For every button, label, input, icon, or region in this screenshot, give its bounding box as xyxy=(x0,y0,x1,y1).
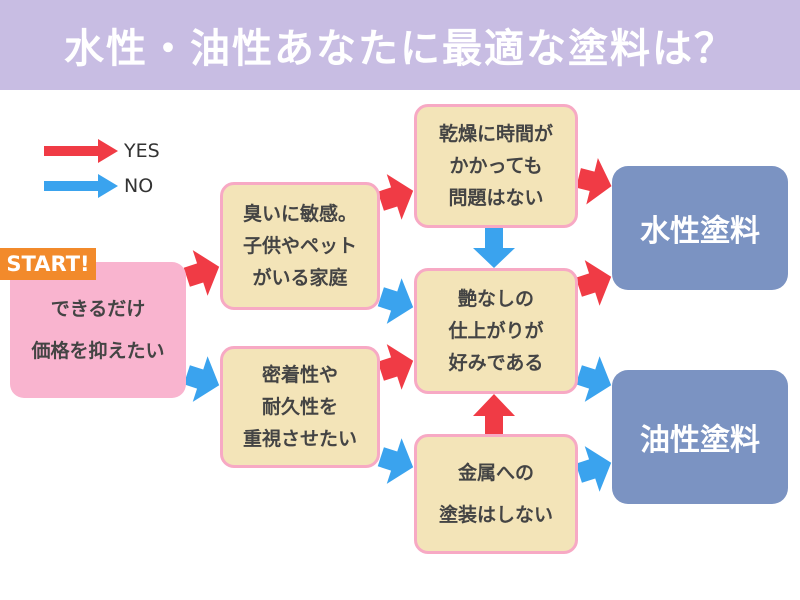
metal-line-2: 塗装はしない xyxy=(438,504,553,526)
arrow-drying-to-water-yes xyxy=(576,157,612,205)
arrow-metal-to-oil-no xyxy=(575,446,612,492)
legend-yes-arrow xyxy=(44,139,118,163)
smell-line-3: がいる家庭 xyxy=(252,267,348,289)
arrow-smell-to-gloss-no xyxy=(377,278,414,324)
gloss-line-3: 好みである xyxy=(448,352,544,374)
start-question-box: できるだけ 価格を抑えたい xyxy=(10,262,186,398)
result-oil-paint: 油性塗料 xyxy=(612,370,788,504)
result-oil-label: 油性塗料 xyxy=(640,423,760,458)
legend-no-label: NO xyxy=(124,175,154,197)
title-banner: 水性・油性あなたに最適な塗料は？ xyxy=(0,0,800,90)
arrow-durability-to-metal-no xyxy=(377,438,414,484)
result-water-paint: 水性塗料 xyxy=(612,166,788,290)
start-badge: START! xyxy=(0,248,96,280)
arrow-durability-to-gloss-yes xyxy=(377,344,414,390)
question-gloss-box: 艶なしの 仕上がりが 好みである xyxy=(414,268,578,394)
metal-line-1: 金属への xyxy=(457,462,534,484)
question-metal-box: 金属への 塗装はしない xyxy=(414,434,578,554)
drying-line-1: 乾燥に時間が xyxy=(438,123,553,145)
arrow-drying-to-gloss-no xyxy=(473,228,515,268)
drying-line-3: 問題はない xyxy=(448,187,544,209)
durability-line-3: 重視させたい xyxy=(242,428,357,450)
arrow-start-to-smell-yes xyxy=(183,250,220,296)
question-smell-box: 臭いに敏感。 子供やペット がいる家庭 xyxy=(220,182,380,310)
drying-line-2: かかっても xyxy=(449,155,543,177)
gloss-line-2: 仕上がりが xyxy=(448,320,544,342)
arrow-gloss-to-oil-no xyxy=(575,356,612,402)
result-water-label: 水性塗料 xyxy=(640,214,760,249)
start-line-2: 価格を抑えたい xyxy=(31,340,165,362)
durability-line-1: 密着性や xyxy=(261,364,338,386)
page-title: 水性・油性あなたに最適な塗料は？ xyxy=(64,26,736,72)
legend-yes-label: YES xyxy=(124,140,160,162)
arrow-gloss-to-water-yes xyxy=(575,260,612,306)
smell-line-1: 臭いに敏感。 xyxy=(242,203,357,225)
start-line-1: できるだけ xyxy=(50,298,146,320)
question-drying-box: 乾燥に時間が かかっても 問題はない xyxy=(414,104,578,228)
question-durability-box: 密着性や 耐久性を 重視させたい xyxy=(220,346,380,468)
legend-no-arrow xyxy=(44,174,118,198)
arrow-metal-to-gloss-yes xyxy=(473,394,515,434)
arrow-smell-to-drying-yes xyxy=(377,174,414,220)
gloss-line-1: 艶なしの xyxy=(457,288,534,310)
arrow-start-to-durability-no xyxy=(183,356,220,402)
durability-line-2: 耐久性を xyxy=(261,396,338,418)
smell-line-2: 子供やペット xyxy=(242,235,357,257)
